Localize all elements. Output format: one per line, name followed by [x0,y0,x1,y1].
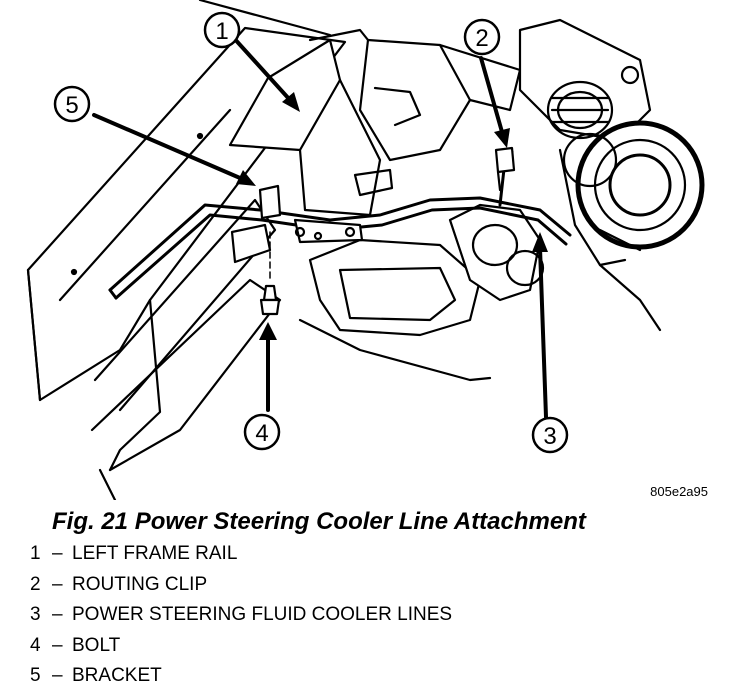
legend-label: ROUTING CLIP [72,573,208,595]
callout-5-number: 5 [65,92,78,119]
callout-4-circle [243,413,281,451]
legend-item: 1 – LEFT FRAME RAIL [30,543,452,574]
callout-4-number: 4 [255,420,268,447]
routing-clip-drawing [494,146,516,192]
legend-item: 4 – BOLT [30,635,452,666]
bracket-drawing [230,184,364,264]
legend-item: 3 – POWER STEERING FLUID COOLER LINES [30,604,452,635]
callout-1-number: 1 [215,18,228,45]
callout-3-number: 3 [543,423,556,450]
figure-reference-code: 805e2a95 [650,484,708,499]
legend-number: 4 [30,634,41,656]
pulley-assembly-drawing [518,18,705,332]
legend-item: 5 – BRACKET [30,665,452,696]
cooler-line-illustration: 1 2 3 4 5 [26,0,705,500]
callout-2-circle [463,18,501,56]
lower-engine-drawing [298,203,545,382]
legend-label: LEFT FRAME RAIL [72,543,238,564]
callout-1-leader [230,34,300,112]
callout-2-leader [479,56,510,148]
legend-number: 3 [30,604,41,625]
legend-list: 1 – LEFT FRAME RAIL 2 – ROUTING CLIP 3 –… [30,543,452,696]
figure-caption: Fig. 21 Power Steering Cooler Line Attac… [52,508,586,535]
callout-5-leader [92,113,256,186]
legend-dash: – [52,573,63,595]
callout-5-circle [53,85,91,123]
legend-dash: – [52,665,63,686]
legend-dash: – [52,604,63,625]
callout-2-number: 2 [475,25,488,52]
legend-label: BRACKET [72,665,162,686]
callout-3-circle [531,416,569,454]
callout-4-leader [259,322,277,412]
legend-item: 2 – ROUTING CLIP [30,574,452,605]
legend-number: 1 [30,543,41,564]
legend-label: POWER STEERING FLUID COOLER LINES [72,604,453,625]
callout-3-leader [532,232,548,419]
legend-number: 5 [30,665,41,686]
legend-dash: – [52,634,63,656]
legend-dash: – [52,543,63,564]
legend-number: 2 [30,573,41,595]
legend-label: BOLT [72,634,121,656]
callout-1-circle [203,11,241,49]
bolt-drawing [259,231,281,316]
